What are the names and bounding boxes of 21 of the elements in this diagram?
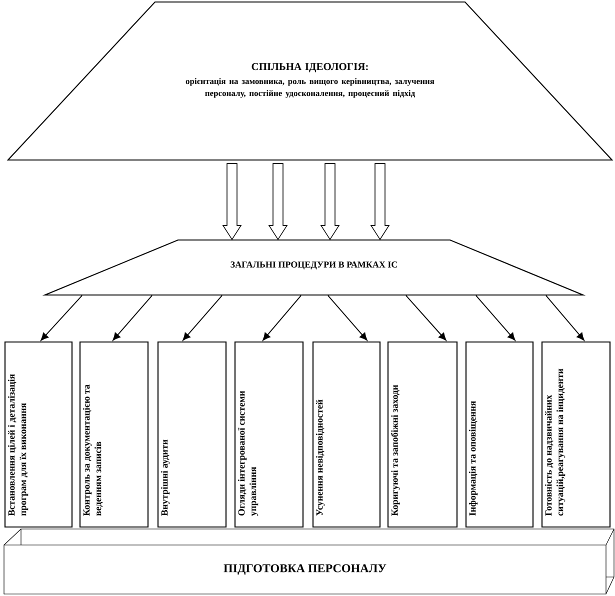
process-box: Внутрішні аудити [157,341,227,528]
process-box: Огляди інтегрованої системи управління [234,341,304,528]
arrow [262,295,302,341]
process-box: Готовність до надзвичайних ситуацій,реагування на інциденти [541,341,611,528]
process-box: Встановлення цілей і деталізація програм для їх виконання [4,341,73,528]
arrow [328,295,368,341]
arrow [546,295,584,341]
block-arrow [222,163,242,240]
block-arrow [370,163,390,240]
arrow [406,295,446,341]
block-arrow [320,163,340,240]
prism-box: ПІДГОТОВКА ПЕРСОНАЛУ [4,528,614,594]
arrow [476,295,516,341]
arrow [40,295,82,341]
process-box: Усунення невідповідностей [312,341,381,528]
block-arrow [268,163,288,240]
process-box: Контроль за документацією та веденням записів [79,341,149,528]
process-box: Інформація та оповіщення [465,341,534,528]
process-box: Коригуючі та запобіжні заходи [387,341,458,528]
arrow [112,295,152,341]
arrow [182,295,222,341]
